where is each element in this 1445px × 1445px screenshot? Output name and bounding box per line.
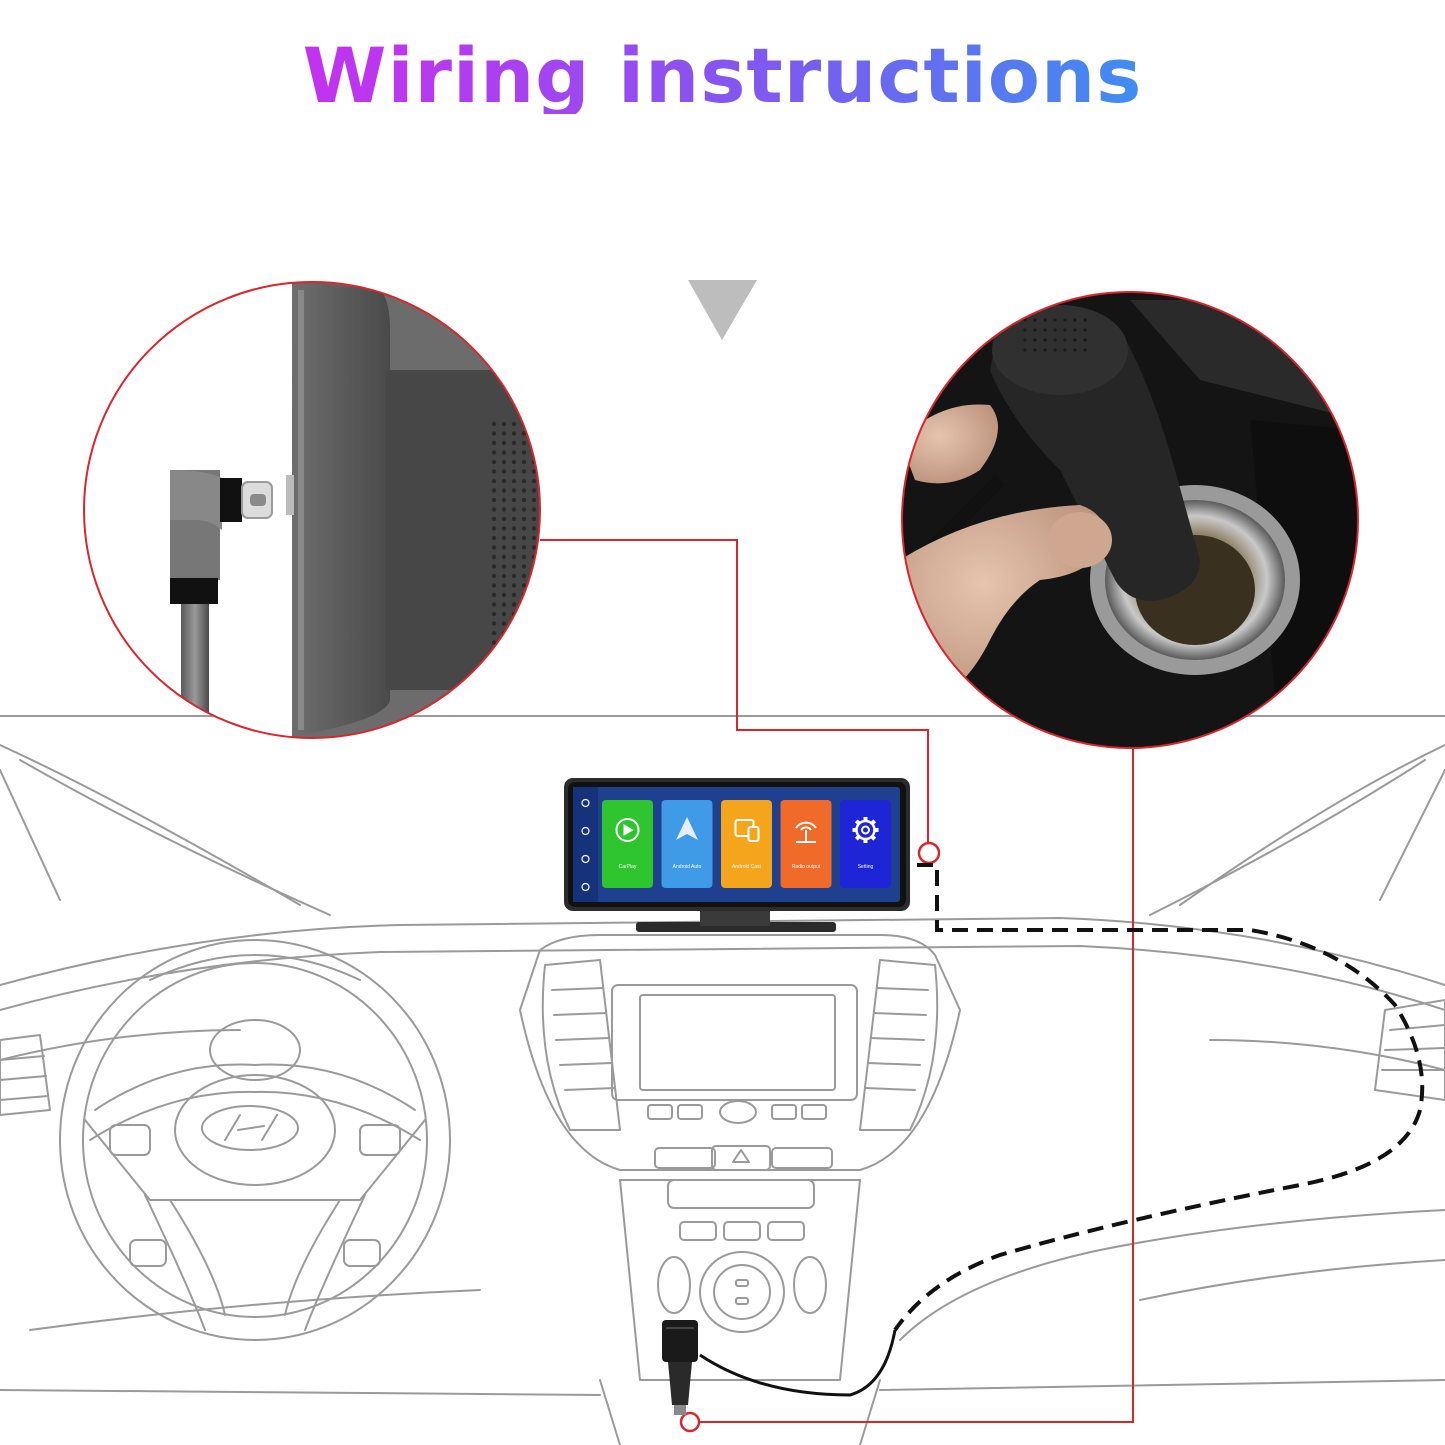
app-label: Radio output xyxy=(792,864,821,870)
car-dashboard-line-art xyxy=(0,715,1445,1445)
app-tile[interactable]: Android Cast xyxy=(721,800,772,888)
cable-route-dashed xyxy=(893,863,1425,1332)
cigarette-lighter-callout xyxy=(901,291,1359,749)
home-icon xyxy=(581,798,590,808)
connector-lines xyxy=(540,539,1134,1423)
car-charger-icon xyxy=(662,1320,698,1415)
android-cast-icon xyxy=(734,819,760,842)
brightness-icon xyxy=(581,826,590,836)
usb-port-marker xyxy=(917,841,941,865)
radio-output-icon xyxy=(795,821,817,843)
usb-c-callout xyxy=(83,281,541,739)
power-icon xyxy=(581,882,590,892)
app-label: Android Cast xyxy=(732,864,762,870)
dash-display-device: CarPlay Android Auto Android Cast Radio out… xyxy=(564,778,910,932)
carplay-icon xyxy=(615,818,640,842)
app-tile[interactable]: Radio output xyxy=(780,800,832,888)
app-label: Setting xyxy=(858,864,874,870)
app-label: Android Auto xyxy=(673,864,702,870)
lighter-socket-marker xyxy=(679,1411,701,1433)
app-label: CarPlay xyxy=(619,864,637,870)
page-title: Wiring instructions xyxy=(0,38,1445,114)
pointer-triangle xyxy=(688,280,757,340)
gear-icon xyxy=(852,817,879,843)
app-tile[interactable]: CarPlay xyxy=(602,800,653,888)
app-tile[interactable]: Setting xyxy=(840,800,891,888)
charger-cable xyxy=(699,1329,897,1397)
android-auto-icon xyxy=(676,817,698,840)
volume-icon xyxy=(581,854,590,864)
app-tile[interactable]: Android Auto xyxy=(661,800,713,888)
